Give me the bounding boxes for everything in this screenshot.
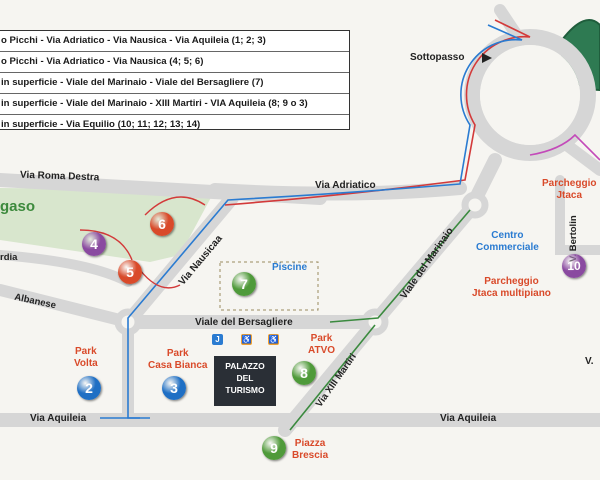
route-magenta: [529, 133, 600, 161]
label-sottopasso: Sottopasso: [410, 52, 465, 63]
label-parcheggio-multipiano: Parcheggio Jtaca multipiano: [472, 276, 551, 299]
accessible-icon-2: ♿: [268, 334, 279, 345]
marker-7[interactable]: 7: [232, 272, 256, 296]
marker-2[interactable]: 2: [77, 376, 101, 400]
road-ardia: [0, 250, 133, 287]
legend-row-4: in superficie - Viale del Marinaio - XII…: [0, 94, 349, 115]
label-gaso: gaso: [0, 198, 36, 215]
label-park-volta: Park Volta: [74, 346, 98, 369]
road-albanese: [0, 284, 134, 328]
legend-row-2: o Picchi - Via Adriatico - Via Nausica (…: [0, 52, 349, 73]
route-green: [289, 209, 471, 431]
legend-row-3: in superficie - Viale del Marinaio - Via…: [0, 73, 349, 94]
label-park-casa-bianca: Park Casa Bianca: [148, 348, 208, 371]
label-piazza-brescia: Piazza Brescia: [292, 438, 329, 461]
label-parcheggio-jtaca: Parcheggio Jtaca: [542, 178, 597, 201]
accessible-icon-1: ♿: [241, 334, 252, 345]
marker-6[interactable]: 6: [150, 212, 174, 236]
label-centro-commerciale: Centro Commerciale: [476, 230, 539, 253]
road-bertolini: [555, 175, 600, 255]
route-blue-line: [127, 24, 523, 419]
road-xiii-martiri: [278, 315, 382, 437]
route-legend: o Picchi - Via Adriatico - Via Nausica -…: [0, 30, 350, 130]
marker-8[interactable]: 8: [292, 361, 316, 385]
marker-10[interactable]: 10: [562, 254, 586, 278]
label-piscine: Piscine: [272, 262, 308, 273]
label-ardia: rdia: [0, 252, 18, 263]
piscine-area: [219, 261, 319, 311]
sottopasso-arrow-icon: [482, 53, 492, 63]
park-area: [0, 188, 215, 262]
j-icon: J: [212, 334, 223, 345]
palazzo-del-turismo: PALAZZO DEL TURISMO: [214, 356, 276, 406]
marker-5[interactable]: 5: [118, 260, 142, 284]
legend-row-1: o Picchi - Via Adriatico - Via Nausica -…: [0, 31, 349, 52]
roundabout-marinaio: [361, 308, 389, 336]
label-aquileia-left: Via Aquileia: [30, 413, 87, 424]
marker-4[interactable]: 4: [82, 232, 106, 256]
marker-3[interactable]: 3: [162, 376, 186, 400]
marker-9[interactable]: 9: [262, 436, 286, 460]
legend-row-5: in superficie - Via Equilio (10; 11; 12;…: [1, 119, 201, 130]
label-adriatico: Via Adriatico: [315, 180, 376, 191]
label-aquileia-right: Via Aquileia: [440, 413, 497, 424]
road-nausicaa: [121, 191, 239, 329]
label-park-atvo: Park ATVO: [308, 333, 336, 356]
route-red-loops: [79, 196, 206, 289]
label-bersagliere: Viale del Bersagliere: [195, 317, 293, 328]
label-v-right: V.: [585, 356, 594, 367]
